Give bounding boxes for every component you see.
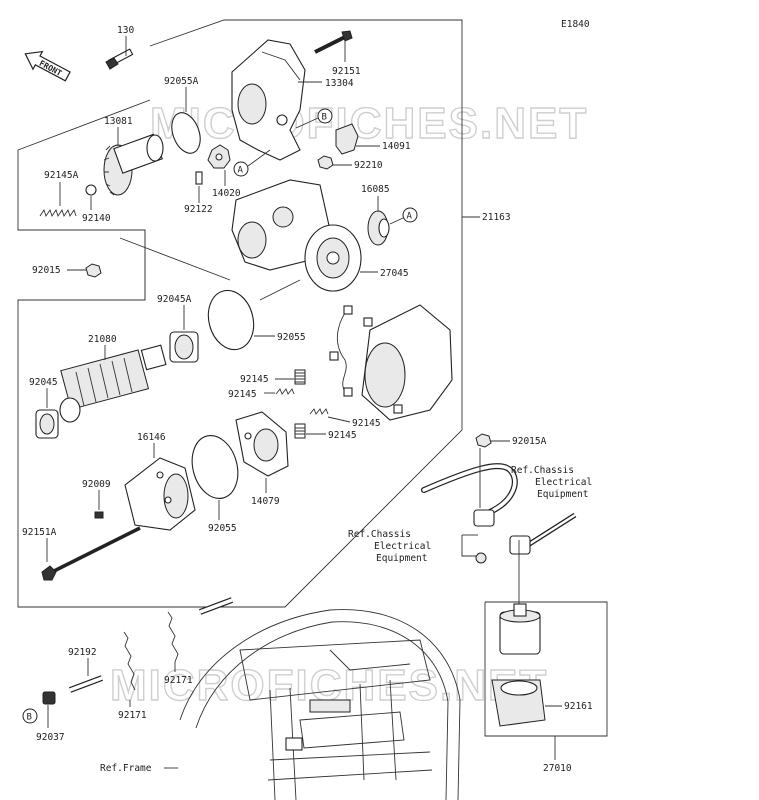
housing-27045-icon — [231, 179, 362, 292]
bolt-130-icon — [105, 48, 134, 70]
part-label-92055-mid: 92055 — [277, 332, 306, 343]
drive-13081-icon — [103, 133, 164, 196]
relay-92161-icon — [491, 603, 546, 727]
svg-text:A: A — [238, 166, 244, 176]
ref-chassis-1-line2: Electrical — [535, 477, 592, 488]
part-label-92151: 92151 — [332, 66, 361, 77]
bearing-92045A-icon — [169, 331, 199, 363]
ref-frame: Ref.Frame — [100, 763, 152, 774]
part-label-13304: 13304 — [325, 78, 354, 89]
part-label-92171-a: 92171 — [118, 710, 147, 721]
part-label-92145-c: 92145 — [352, 418, 381, 429]
part-label-21080: 21080 — [88, 334, 117, 345]
spring-92145-c-icon — [309, 408, 329, 415]
front-arrow-icon: FRONT — [24, 50, 71, 82]
spring-92145-d-icon — [294, 423, 306, 439]
nut-92210-icon — [317, 155, 334, 170]
part-label-13081: 13081 — [104, 116, 133, 127]
oring-92055A-icon — [171, 112, 201, 154]
svg-text:B: B — [322, 113, 327, 123]
bolt-92151-icon — [314, 30, 353, 54]
marker-b-top: B — [317, 108, 333, 124]
yoke-icon — [329, 304, 453, 421]
svg-text:B: B — [27, 713, 32, 723]
part-label-92145A: 92145A — [44, 170, 79, 181]
part-label-92145-d: 92145 — [328, 430, 357, 441]
spring-92145A-icon — [39, 208, 77, 218]
clip-92171-b-icon — [167, 611, 179, 663]
part-label-92015A: 92015A — [512, 436, 547, 447]
cable-icon — [421, 463, 577, 555]
ref-chassis-2-line2: Electrical — [374, 541, 431, 552]
part-label-92151A: 92151A — [22, 527, 57, 538]
part-label-92015: 92015 — [32, 265, 61, 276]
part-label-21163: 21163 — [482, 212, 511, 223]
part-label-92045A: 92045A — [157, 294, 192, 305]
gear-14020-icon — [207, 144, 231, 169]
part-label-92192: 92192 — [68, 647, 97, 658]
diagram-code: E1840 — [561, 19, 590, 30]
screw-92009-icon — [94, 511, 104, 519]
nut-92015-icon — [85, 263, 102, 278]
pin-92122-icon — [195, 171, 203, 185]
assembly-boundary — [17, 19, 463, 608]
part-label-27010: 27010 — [543, 763, 572, 774]
frame-icon — [179, 609, 461, 800]
brush-holder-14079-icon — [235, 411, 289, 477]
ref-chassis-2-line3: Equipment — [376, 553, 427, 564]
cover-16146-icon — [124, 457, 196, 531]
watermark-top: MICROFICHES.NET — [150, 99, 588, 148]
part-label-92210: 92210 — [354, 160, 383, 171]
cap-14091-icon — [335, 123, 359, 155]
part-label-92055A: 92055A — [164, 76, 199, 87]
gear-16085-icon — [367, 210, 390, 246]
svg-text:A: A — [407, 212, 413, 222]
part-label-92171-b: 92171 — [164, 675, 193, 686]
ref-chassis-1-line1: Ref.Chassis — [511, 465, 574, 476]
part-label-92045: 92045 — [29, 377, 58, 388]
part-label-14091: 14091 — [382, 141, 411, 152]
sleeve-top-icon — [198, 597, 234, 615]
part-label-16146: 16146 — [137, 432, 166, 443]
oring-92055-lower-icon — [191, 435, 239, 499]
part-label-14079: 14079 — [251, 496, 280, 507]
bolt-92151A-icon — [41, 526, 141, 581]
part-label-130: 130 — [117, 25, 134, 36]
oring-92055-icon — [207, 289, 255, 351]
clamp-92037-icon — [42, 691, 56, 705]
sleeve-92192-icon — [68, 675, 104, 693]
part-label-92009: 92009 — [82, 479, 111, 490]
marker-b-lower: B — [22, 708, 38, 724]
spring-92145-b-icon — [275, 388, 295, 395]
part-label-92145-b: 92145 — [228, 389, 257, 400]
part-label-92122: 92122 — [184, 204, 213, 215]
part-label-14020: 14020 — [212, 188, 241, 199]
part-label-27045: 27045 — [380, 268, 409, 279]
bearing-92045-icon — [35, 409, 59, 439]
ball-92140-icon — [85, 184, 97, 196]
housing-13304-icon — [231, 39, 306, 161]
ref-chassis-1-line3: Equipment — [537, 489, 588, 500]
armature-21080-icon — [59, 344, 167, 423]
part-label-92161: 92161 — [564, 701, 593, 712]
part-label-16085: 16085 — [361, 184, 390, 195]
part-label-92037: 92037 — [36, 732, 65, 743]
part-label-92140: 92140 — [82, 213, 111, 224]
relay-boundary — [484, 601, 608, 737]
ref-chassis-2-line1: Ref.Chassis — [348, 529, 411, 540]
marker-a-mid: A — [402, 207, 418, 223]
part-label-92145-a: 92145 — [240, 374, 269, 385]
spring-92145-a-icon — [294, 369, 306, 385]
part-label-92055-lower: 92055 — [208, 523, 237, 534]
marker-a-top: A — [233, 161, 249, 177]
clip-92171-a-icon — [123, 631, 136, 691]
nut-92015A-icon — [475, 433, 492, 448]
